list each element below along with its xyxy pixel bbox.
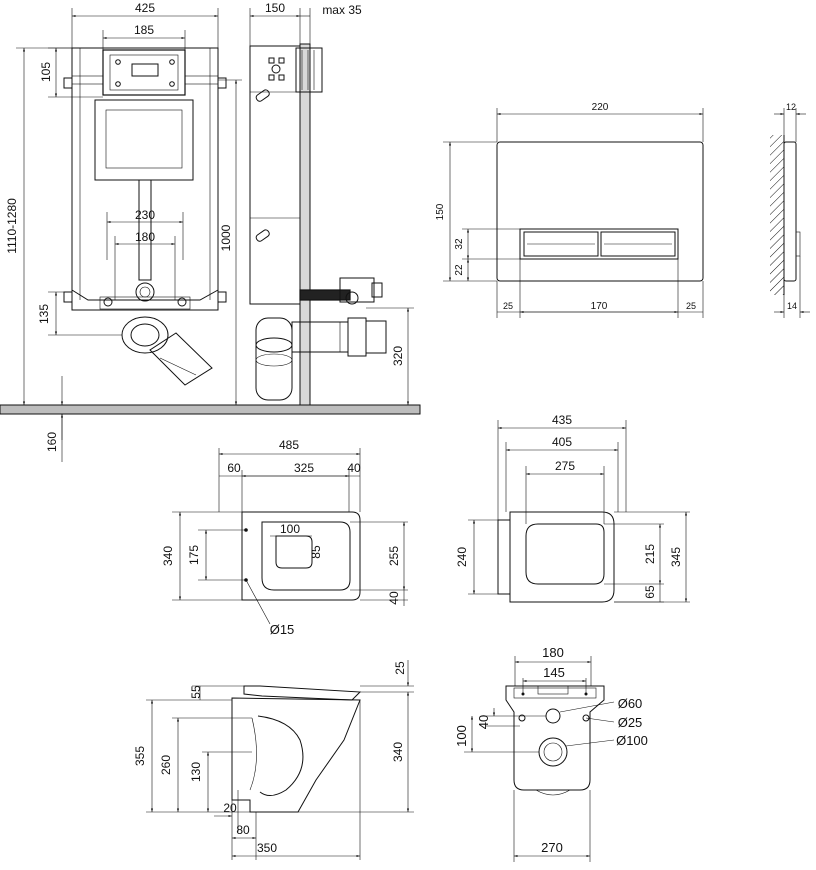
dim-435: 435 bbox=[552, 413, 572, 427]
bowl-top-view bbox=[241, 511, 361, 601]
bowl-side-dimensions: 25 340 55 355 260 130 20 80 350 bbox=[133, 660, 414, 860]
dim-345: 345 bbox=[669, 547, 683, 567]
dim-255: 255 bbox=[387, 546, 401, 566]
dim-back-100: 100 bbox=[454, 725, 469, 747]
dim-320: 320 bbox=[391, 346, 405, 366]
dim-max-35: max 35 bbox=[322, 3, 362, 17]
dim-85: 85 bbox=[309, 545, 323, 559]
frame-side-view bbox=[249, 43, 387, 406]
dim-340-top: 340 bbox=[161, 546, 175, 566]
dim-185: 185 bbox=[134, 23, 154, 37]
dim-325: 325 bbox=[294, 461, 314, 475]
dim-plate-150: 150 bbox=[435, 203, 446, 220]
dim-160: 160 bbox=[45, 432, 59, 452]
dim-dia-100: Ø100 bbox=[616, 733, 648, 748]
dim-dia-15: Ø15 bbox=[270, 622, 295, 637]
frame-side-dimensions: 150 max 35 320 bbox=[249, 1, 414, 405]
dim-180: 180 bbox=[135, 230, 155, 244]
dim-230: 230 bbox=[135, 208, 155, 222]
dim-25-side: 25 bbox=[393, 661, 407, 675]
dim-back-40: 40 bbox=[476, 715, 491, 729]
dim-1110-1280: 1110-1280 bbox=[5, 198, 19, 254]
dim-80: 80 bbox=[236, 823, 250, 837]
dim-back-180: 180 bbox=[542, 645, 564, 660]
dim-355: 355 bbox=[133, 746, 147, 766]
dim-dia-60: Ø60 bbox=[618, 696, 643, 711]
dim-20: 20 bbox=[223, 801, 237, 815]
dim-215: 215 bbox=[643, 544, 657, 564]
dim-55: 55 bbox=[189, 685, 203, 699]
dim-405: 405 bbox=[552, 435, 572, 449]
dim-275: 275 bbox=[555, 459, 575, 473]
flush-plate-side bbox=[770, 135, 801, 295]
dim-150: 150 bbox=[265, 1, 285, 15]
flush-plate-side-dimensions: 12 14 bbox=[774, 102, 810, 318]
dim-105: 105 bbox=[39, 62, 53, 82]
dim-40-side: 40 bbox=[387, 591, 401, 605]
dim-340-side: 340 bbox=[391, 742, 405, 762]
dim-60: 60 bbox=[227, 461, 241, 475]
dim-14: 14 bbox=[787, 301, 797, 311]
dim-12: 12 bbox=[786, 102, 796, 112]
frame-front-dimensions: 425 185 105 1110-1280 230 180 135 160 bbox=[5, 1, 242, 462]
seat-top-dimensions: 435 405 275 240 215 65 345 bbox=[455, 413, 690, 603]
dim-425: 425 bbox=[135, 1, 155, 15]
frame-front-view bbox=[63, 47, 227, 386]
floor-line bbox=[0, 404, 421, 415]
dim-145: 145 bbox=[543, 665, 565, 680]
bowl-side-view bbox=[231, 685, 362, 813]
dim-220: 220 bbox=[592, 102, 609, 113]
flush-plate-front-dimensions: 220 150 32 22 25 170 25 bbox=[435, 102, 704, 318]
dim-22: 22 bbox=[454, 264, 465, 276]
dim-plate-25-right: 25 bbox=[686, 301, 696, 311]
dim-40-top: 40 bbox=[347, 461, 361, 475]
dim-270: 270 bbox=[541, 840, 563, 855]
bowl-back-view bbox=[505, 685, 605, 796]
bowl-back-dimensions: 180 145 40 100 Ø60 Ø25 Ø100 270 bbox=[454, 645, 648, 862]
dim-dia-25: Ø25 bbox=[618, 715, 643, 730]
dim-175: 175 bbox=[187, 545, 201, 565]
dim-32: 32 bbox=[454, 238, 465, 250]
dim-260: 260 bbox=[159, 755, 173, 775]
dim-240: 240 bbox=[455, 547, 469, 567]
dim-65: 65 bbox=[643, 585, 657, 599]
dim-100-top: 100 bbox=[280, 522, 300, 536]
dim-plate-25-left: 25 bbox=[503, 301, 513, 311]
dim-170: 170 bbox=[591, 301, 608, 312]
dim-1000: 1000 bbox=[219, 224, 233, 251]
seat-top-view bbox=[497, 511, 615, 603]
flush-plate-front bbox=[496, 141, 704, 282]
dim-350: 350 bbox=[257, 841, 277, 855]
dim-135: 135 bbox=[37, 304, 51, 324]
dim-485: 485 bbox=[279, 438, 299, 452]
bowl-top-dimensions: 485 60 325 40 100 85 340 175 255 40 bbox=[161, 438, 408, 637]
dim-130: 130 bbox=[189, 762, 203, 782]
